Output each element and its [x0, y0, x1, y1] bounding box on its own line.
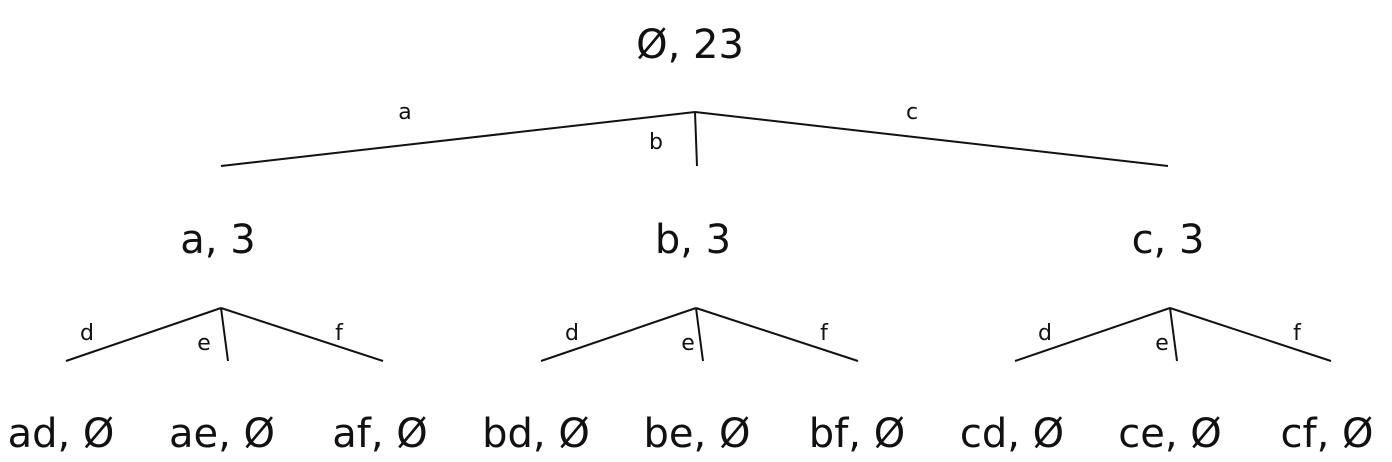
leaf-af: af, Ø	[332, 411, 428, 457]
edge-b-f	[695, 307, 859, 362]
leaf-ae: ae, Ø	[169, 411, 275, 457]
edge-label-b: b	[649, 130, 663, 155]
edge-a-d	[65, 307, 222, 362]
leaf-bf: bf, Ø	[809, 411, 905, 457]
edge-a-e	[220, 307, 229, 362]
node-a: a, 3	[180, 217, 255, 263]
edge-label-bf: f	[820, 321, 829, 346]
edge-root-a	[220, 111, 696, 167]
edge-label-cd: d	[1038, 321, 1052, 346]
leaf-cd: cd, Ø	[960, 411, 1064, 457]
edge-label-ad: d	[80, 321, 94, 346]
edge-label-c: c	[906, 100, 918, 125]
node-c: c, 3	[1132, 217, 1205, 263]
edge-b-d	[540, 307, 697, 362]
leaf-cf: cf, Ø	[1281, 411, 1374, 457]
leaf-be: be, Ø	[644, 411, 751, 457]
leaf-ce: ce, Ø	[1118, 411, 1222, 457]
edge-label-af: f	[335, 321, 344, 346]
leaf-ad: ad, Ø	[8, 411, 115, 457]
edge-c-d	[1014, 307, 1171, 362]
edge-label-ae: e	[197, 331, 211, 356]
edge-label-cf: f	[1293, 321, 1302, 346]
edge-root-b	[694, 111, 698, 167]
edge-label-a: a	[398, 100, 411, 125]
root-node: Ø, 23	[636, 22, 744, 68]
edge-c-e	[1169, 307, 1178, 362]
edge-b-e	[695, 307, 704, 362]
edge-label-bd: d	[565, 321, 579, 346]
leaf-bd: bd, Ø	[482, 411, 590, 457]
edge-a-f	[220, 307, 384, 362]
edge-label-be: e	[681, 331, 695, 356]
edge-c-f	[1169, 307, 1332, 362]
node-b: b, 3	[655, 217, 731, 263]
edge-label-ce: e	[1155, 331, 1169, 356]
edge-root-c	[694, 111, 1169, 167]
